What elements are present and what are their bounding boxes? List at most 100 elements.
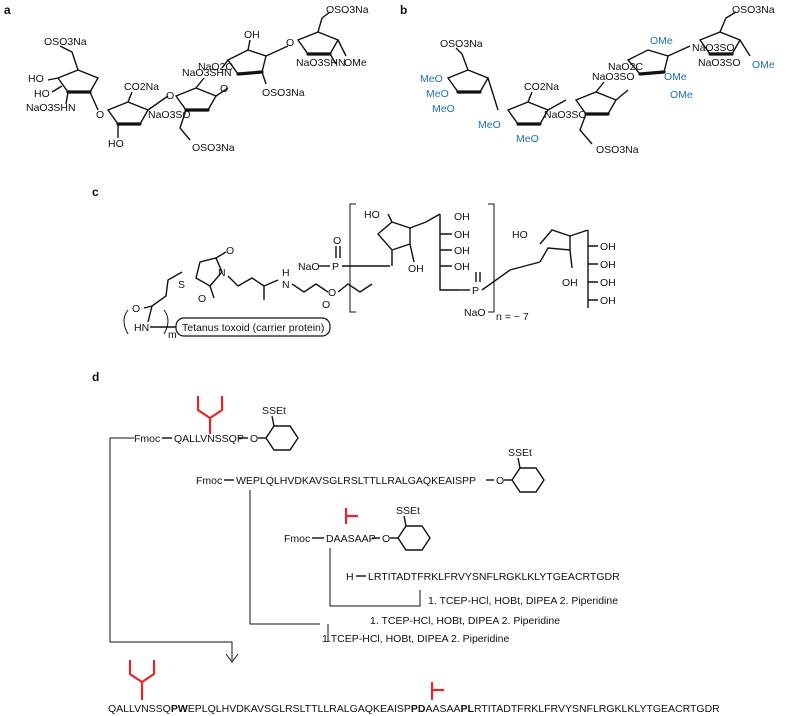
seg3-prefix: Fmoc bbox=[284, 533, 310, 545]
final-part-3: EPLQLHVDKAVSGLRSLTTLLRALGAQKEAISP bbox=[188, 703, 411, 715]
label-b-meo4: MeO bbox=[478, 119, 501, 131]
label-c-o-chain: O bbox=[328, 287, 336, 299]
label-b-nao3so3: NaO3SO bbox=[692, 42, 735, 54]
panel-d-scheme: Fmoc QALLVNSSQP O SSEt Fmoc WEPLQLHVDKAV… bbox=[108, 396, 720, 715]
final-part-4: PD bbox=[411, 703, 426, 715]
final-part-5: AASAA bbox=[425, 703, 460, 715]
panel-label-c: c bbox=[92, 185, 99, 199]
label-a-oh: OH bbox=[244, 29, 260, 41]
cond-1: 1. TCEP-HCl, HOBt, DIPEA 2. Piperidine bbox=[428, 595, 618, 607]
label-c-hn: HN bbox=[134, 322, 149, 334]
seg2-prefix: Fmoc bbox=[196, 475, 222, 487]
label-a-o2: O bbox=[166, 90, 174, 102]
label-a-ho1: HO bbox=[28, 73, 44, 85]
label-c-m: m bbox=[168, 329, 177, 341]
label-b-nao2c: NaO2C bbox=[608, 61, 643, 73]
label-a-ho2: HO bbox=[34, 88, 50, 100]
label-c-p1: P bbox=[332, 261, 339, 273]
label-a-nao3sshn: NaO3SHN bbox=[182, 67, 232, 79]
seg1-prefix: Fmoc bbox=[134, 433, 160, 445]
seg1-sequence: QALLVNSSQP bbox=[174, 433, 244, 445]
seg3-sset: SSEt bbox=[396, 505, 420, 517]
seg1-o: O bbox=[250, 433, 258, 445]
label-c-o-tail: O bbox=[322, 299, 330, 311]
carrier-protein-label: Tetanus toxoid (carrier protein) bbox=[182, 322, 324, 334]
label-c-oh4: OH bbox=[454, 211, 470, 223]
label-b-ome1: OMe bbox=[650, 35, 673, 47]
final-part-1: QALLVNSSQ bbox=[108, 703, 171, 715]
panel-b-structure: OSO3Na OSO3Na MeO MeO MeO CO2Na MeO MeO … bbox=[420, 4, 775, 156]
seg4-prefix: H bbox=[346, 571, 354, 583]
final-part-2: PW bbox=[171, 703, 188, 715]
final-part-7: RTITADTFRKLFRVYSNFLRGKLKLYTGEACRTGDR bbox=[474, 703, 720, 715]
label-c-p2: P bbox=[472, 285, 479, 297]
final-part-6: PL bbox=[461, 703, 475, 715]
label-c-ho-sugar: HO bbox=[364, 209, 380, 221]
label-a-nao3so: NaO3SO bbox=[148, 109, 191, 121]
label-c-n: N bbox=[218, 267, 226, 279]
label-c-o1: O bbox=[333, 235, 341, 247]
label-c-oh-r2: OH bbox=[600, 259, 616, 271]
label-a-oso3na-mid: OSO3Na bbox=[192, 142, 235, 154]
label-b-meo3: MeO bbox=[432, 103, 455, 115]
label-a-oso3na-right: OSO3Na bbox=[326, 4, 369, 16]
label-a-o1: O bbox=[96, 109, 104, 121]
label-c-o-s2: O bbox=[198, 293, 206, 305]
label-b-nao3so1: NaO3SO bbox=[544, 109, 587, 121]
label-b-nao3so-right: NaO3SO bbox=[698, 57, 741, 69]
label-c-oh-r3: OH bbox=[600, 277, 616, 289]
label-a-co2na: CO2Na bbox=[124, 81, 159, 93]
label-b-oso3na-left: OSO3Na bbox=[440, 38, 483, 50]
panel-label-d: d bbox=[92, 370, 99, 384]
label-b-oso3na-right: OSO3Na bbox=[732, 4, 775, 16]
label-c-h: H bbox=[282, 267, 290, 279]
label-c-oh-sugar: OH bbox=[408, 263, 424, 275]
label-b-nao3so2: NaO3SO bbox=[592, 71, 635, 83]
label-b-ome3: OMe bbox=[670, 89, 693, 101]
seg2-sequence: WEPLQLHVDKAVSGLRSLTTLLRALGAQKEAISPP bbox=[236, 475, 476, 487]
label-c-oh-r4: OH bbox=[600, 295, 616, 307]
cond-2: 1. TCEP-HCl, HOBt, DIPEA 2. Piperidine bbox=[370, 615, 560, 627]
panel-c-structure: Tetanus toxoid (carrier protein) HN m O … bbox=[123, 203, 616, 341]
cond-3: 1.TCEP-HCl, HOBt, DIPEA 2. Piperidine bbox=[322, 633, 509, 645]
seg2-sset: SSEt bbox=[508, 447, 532, 459]
label-b-meo2: MeO bbox=[426, 88, 449, 100]
label-a-ho3: HO bbox=[108, 138, 124, 150]
label-b-co2na: CO2Na bbox=[524, 81, 559, 93]
label-c-oh3: OH bbox=[454, 261, 470, 273]
seg2-o: O bbox=[496, 475, 504, 487]
label-b-ome-end: OMe bbox=[752, 59, 775, 71]
label-c-oh2: OH bbox=[454, 245, 470, 257]
label-c-o-s1: O bbox=[226, 245, 234, 257]
panel-label-b: b bbox=[400, 3, 407, 17]
label-a-o3: O bbox=[220, 83, 228, 95]
label-a-nahn-right: NaO3SHN bbox=[296, 57, 346, 69]
label-a-nahn-left: NaO3SHN bbox=[26, 102, 76, 114]
label-c-s: S bbox=[178, 279, 185, 291]
label-c-o-amide: O bbox=[132, 303, 140, 315]
label-c-ho-sugar2: HO bbox=[512, 229, 528, 241]
label-c-oh1: OH bbox=[454, 229, 470, 241]
label-c-n-repeat: n = ~ 7 bbox=[496, 311, 529, 323]
label-c-nao1: NaO bbox=[298, 261, 320, 273]
label-b-oso3na-bottom: OSO3Na bbox=[596, 144, 639, 156]
label-c-nao2: NaO bbox=[464, 307, 486, 319]
label-a-oso3na-left: OSO3Na bbox=[44, 36, 87, 48]
seg3-sequence: DAASAAP bbox=[326, 533, 376, 545]
label-a-oso3na-ring4: OSO3Na bbox=[262, 87, 305, 99]
label-c-oh-r1: OH bbox=[600, 241, 616, 253]
seg1-sset: SSEt bbox=[262, 405, 286, 417]
label-c-n-amide: N bbox=[282, 279, 290, 291]
panel-a-structure: OSO3Na OSO3Na HO HO NaO3SHN O CO2Na HO N… bbox=[26, 4, 369, 154]
label-b-meo5: MeO bbox=[516, 133, 539, 145]
label-a-nao2c: NaO2C bbox=[198, 61, 233, 73]
final-sequence: QALLVNSSQPWEPLQLHVDKAVSGLRSLTTLLRALGAQKE… bbox=[108, 703, 720, 715]
seg3-o: O bbox=[382, 533, 390, 545]
label-b-meo1: MeO bbox=[420, 73, 443, 85]
label-a-o4: O bbox=[286, 37, 294, 49]
label-a-ome: OMe bbox=[344, 57, 367, 69]
label-c-oh-sugar2: OH bbox=[562, 277, 578, 289]
seg4-sequence: LRTITADTFRKLFRVYSNFLRGKLKLYTGEACRTGDR bbox=[368, 571, 620, 583]
label-b-ome2: OMe bbox=[664, 71, 687, 83]
